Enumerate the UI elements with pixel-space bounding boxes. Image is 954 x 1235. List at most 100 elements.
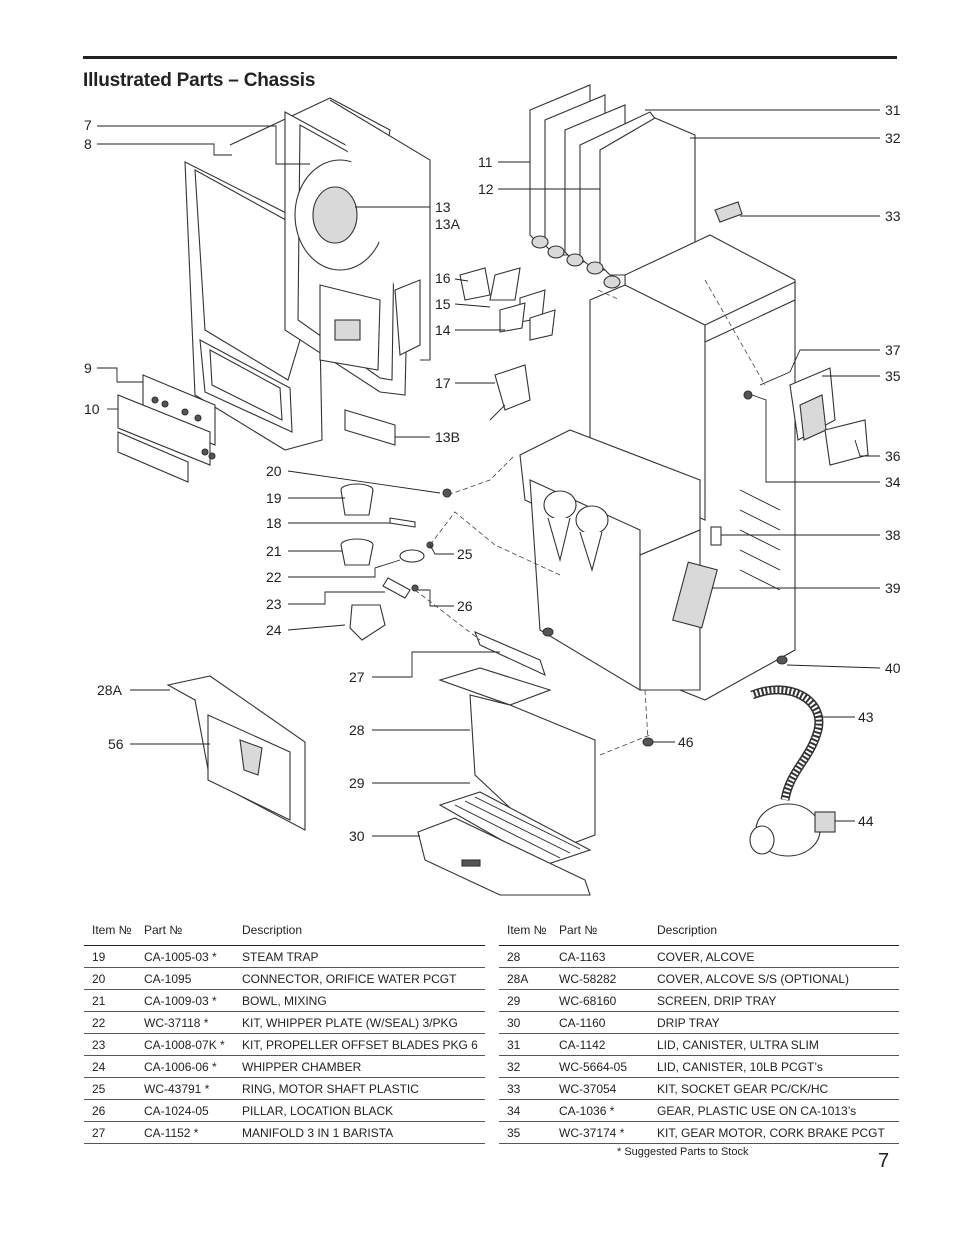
cell-part: CA-1152 * [136, 1121, 234, 1144]
callout-37: 37 [885, 342, 901, 358]
assembly-guides [414, 279, 766, 756]
cell-description: LID, CANISTER, 10LB PCGT’s [649, 1055, 899, 1078]
cell-description: GEAR, PLASTIC USE ON CA-1013’s [649, 1099, 899, 1122]
callout-14: 14 [435, 322, 451, 338]
cell-item: 30 [499, 1011, 551, 1034]
callout-44: 44 [858, 813, 874, 829]
callout-18: 18 [266, 515, 282, 531]
cell-description: DRIP TRAY [649, 1011, 899, 1034]
cell-item: 29 [499, 989, 551, 1012]
footnote: * Suggested Parts to Stock [617, 1146, 749, 1158]
cell-item: 31 [499, 1033, 551, 1056]
cell-part: WC-58282 [551, 967, 649, 990]
table-header-row: Item № Part № Description [84, 920, 485, 946]
socket-gear-drawing [714, 201, 743, 223]
cell-description: KIT, GEAR MOTOR, CORK BRAKE PCGT [649, 1121, 899, 1144]
cell-description: MANIFOLD 3 IN 1 BARISTA [234, 1121, 485, 1144]
mixing-parts-drawing [340, 483, 452, 641]
header-part: Part № [136, 920, 234, 946]
cell-part: CA-1095 [136, 967, 234, 990]
callout-40: 40 [885, 660, 901, 676]
transformer-drawing [344, 409, 396, 446]
cell-description: WHIPPER CHAMBER [234, 1055, 485, 1078]
cell-part: CA-1036 * [551, 1099, 649, 1122]
cell-item: 26 [84, 1099, 136, 1122]
cell-part: WC-68160 [551, 989, 649, 1012]
cell-item: 20 [84, 967, 136, 990]
cell-description: SCREEN, DRIP TRAY [649, 989, 899, 1012]
cell-item: 32 [499, 1055, 551, 1078]
connector-drawing [710, 526, 722, 546]
drip-tray-assembly-drawing [417, 630, 596, 896]
cell-item: 24 [84, 1055, 136, 1078]
cell-item: 28 [499, 945, 551, 968]
callout-7: 7 [84, 117, 92, 133]
cell-description: PILLAR, LOCATION BLACK [234, 1099, 485, 1122]
keypad-drawing [117, 374, 216, 483]
callout-19: 19 [266, 490, 282, 506]
callout-15: 15 [435, 296, 451, 312]
callout-12: 12 [478, 181, 494, 197]
callout-21: 21 [266, 543, 282, 559]
callout-17: 17 [435, 375, 451, 391]
callout-36: 36 [885, 448, 901, 464]
page-title: Illustrated Parts – Chassis [83, 70, 316, 91]
header-item: Item № [499, 920, 551, 946]
cell-part: CA-1163 [551, 945, 649, 968]
callout-13b: 13B [435, 429, 460, 445]
callout-29: 29 [349, 775, 365, 791]
callout-31: 31 [885, 102, 901, 118]
cell-item: 33 [499, 1077, 551, 1100]
callout-38: 38 [885, 527, 901, 543]
callout-46: 46 [678, 734, 694, 750]
callout-9: 9 [84, 360, 92, 376]
cell-part: WC-37054 [551, 1077, 649, 1100]
callout-28a: 28A [97, 682, 123, 698]
cell-part: WC-5664-05 [551, 1055, 649, 1078]
cell-part: WC-37118 * [136, 1011, 234, 1034]
cell-description: STEAM TRAP [234, 945, 485, 968]
callout-8: 8 [84, 136, 92, 152]
leader-lines [97, 109, 881, 837]
cell-item: 21 [84, 989, 136, 1012]
callout-16: 16 [435, 270, 451, 286]
cell-part: WC-43791 * [136, 1077, 234, 1100]
callout-27: 27 [349, 669, 365, 685]
callout-39: 39 [885, 580, 901, 596]
cell-description: COVER, ALCOVE S/S (OPTIONAL) [649, 967, 899, 990]
canisters-drawing [529, 84, 696, 289]
inner-panel-drawing [319, 279, 421, 371]
cell-part: CA-1024-05 [136, 1099, 234, 1122]
cell-part: WC-37174 * [551, 1121, 649, 1144]
cell-description: LID, CANISTER, ULTRA SLIM [649, 1033, 899, 1056]
alcove-cover-drawing [166, 675, 306, 831]
header-description: Description [649, 920, 899, 946]
cell-description: KIT, SOCKET GEAR PC/CK/HC [649, 1077, 899, 1100]
cell-item: 23 [84, 1033, 136, 1056]
chassis-drawing [519, 234, 796, 747]
page-number: 7 [878, 1150, 890, 1172]
callout-10: 10 [84, 401, 100, 417]
cell-item: 35 [499, 1121, 551, 1144]
cell-item: 28A [499, 967, 551, 990]
cell-part: CA-1142 [551, 1033, 649, 1056]
cell-part: CA-1160 [551, 1011, 649, 1034]
callout-11: 11 [478, 154, 493, 170]
callout-20: 20 [266, 463, 282, 479]
callout-24: 24 [266, 622, 282, 638]
whipper-funnels-drawing [459, 267, 556, 421]
